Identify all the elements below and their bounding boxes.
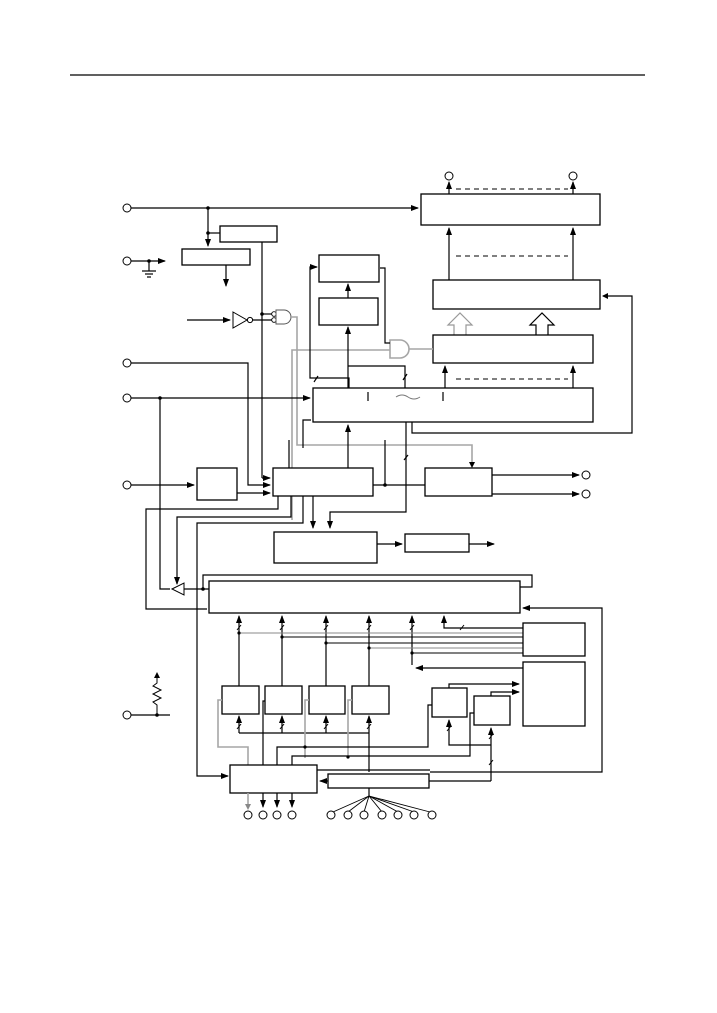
status-block <box>522 622 586 657</box>
pin-bottom-in-4 <box>377 810 387 820</box>
aux-block-b <box>473 695 511 726</box>
pin-left-3 <box>122 358 132 368</box>
pin-bottom-in-1 <box>326 810 336 820</box>
memory-block <box>522 661 586 727</box>
counter-3 <box>308 685 346 715</box>
inverter-gate <box>232 311 249 329</box>
timing-block <box>273 531 378 564</box>
pin-right-out-1 <box>581 470 591 480</box>
bus-arrow-2 <box>528 312 556 335</box>
pin-top-out-2 <box>568 171 578 181</box>
pin-left-2 <box>122 256 132 266</box>
pin-pullup <box>122 710 132 720</box>
buffer-gate <box>170 582 185 596</box>
resistor-icon <box>151 676 163 715</box>
shift-register <box>432 334 594 364</box>
pin-bottom-out-2 <box>258 810 268 820</box>
input-buffer <box>196 467 238 501</box>
pin-bottom-out-1 <box>243 810 253 820</box>
counter-2 <box>264 685 303 715</box>
reset-block <box>219 225 278 243</box>
small-reg-a <box>318 254 380 283</box>
pin-left-4 <box>122 393 132 403</box>
internal-bus <box>208 580 521 614</box>
pin-bottom-in-3 <box>359 810 369 820</box>
nand-gate <box>275 309 292 325</box>
main-register-bus <box>312 387 594 423</box>
latch-top <box>432 279 601 310</box>
aux-block-a <box>431 687 468 718</box>
counter-1 <box>221 685 260 715</box>
pin-bottom-in-7 <box>427 810 437 820</box>
power-detect <box>181 248 251 266</box>
pin-left-1 <box>122 203 132 213</box>
small-output-block <box>404 533 470 553</box>
pin-bottom-out-4 <box>287 810 297 820</box>
output-driver-top <box>420 193 601 226</box>
output-control <box>424 467 493 497</box>
bus-arrow-1 <box>446 312 474 335</box>
pin-bottom-in-2 <box>343 810 353 820</box>
pin-right-out-2 <box>581 489 591 499</box>
pin-bottom-in-5 <box>393 810 403 820</box>
counter-4 <box>351 685 390 715</box>
small-reg-b <box>318 297 379 326</box>
control-logic <box>272 467 374 497</box>
pin-left-5 <box>122 480 132 490</box>
input-select <box>327 773 430 789</box>
io-mux <box>229 764 318 794</box>
pin-bottom-in-6 <box>409 810 419 820</box>
pin-bottom-out-3 <box>272 810 282 820</box>
pin-top-out-1 <box>444 171 454 181</box>
